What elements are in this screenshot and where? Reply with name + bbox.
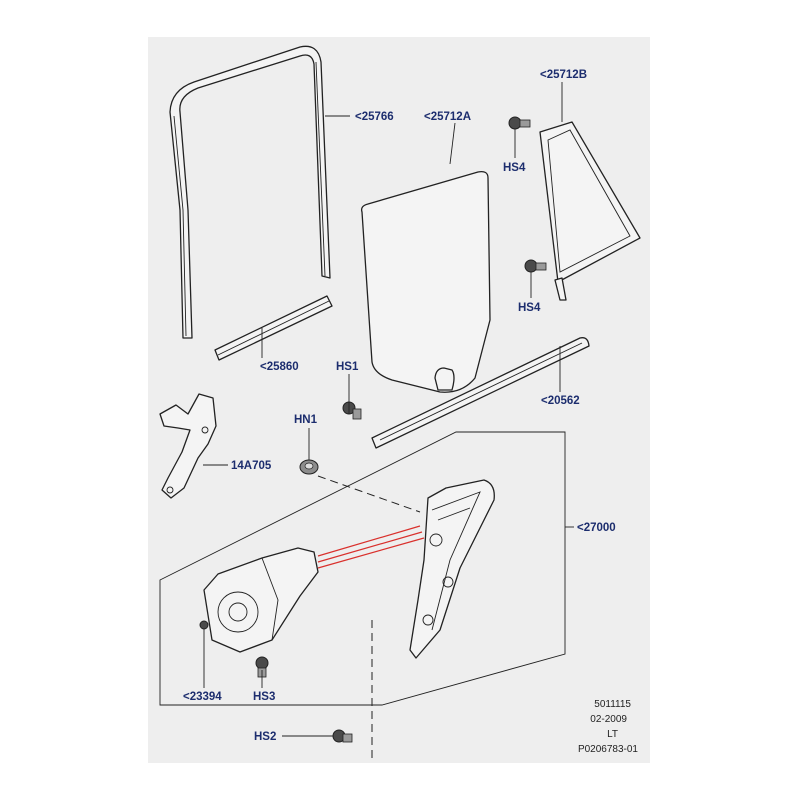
callout-hs4-top: HS4: [503, 162, 526, 174]
footer-date: 02-2009: [590, 714, 627, 725]
window-bracket: [159, 393, 217, 499]
screw-hs2: [332, 729, 353, 743]
glass-run-channel: [169, 45, 331, 339]
footer-drawing: P0206783-01: [578, 744, 638, 755]
footer-ref: 5011115: [594, 699, 631, 710]
quarter-glass: [539, 121, 641, 301]
waist-seal-strip: [214, 295, 333, 361]
window-regulator: [409, 479, 495, 659]
door-glass: [360, 170, 491, 393]
belt-weatherstrip: [371, 337, 590, 449]
callout-25712b: <25712B: [540, 69, 587, 81]
callout-hn1: HN1: [294, 414, 318, 426]
leader-lines: [203, 82, 574, 737]
stud-hs4-bottom: [524, 259, 547, 273]
callout-14a705: 14A705: [231, 460, 272, 472]
footer-code: LT: [607, 729, 618, 740]
assembly-outline: [159, 431, 566, 706]
nut-hn1: [299, 459, 319, 475]
callout-25712a: <25712A: [424, 111, 471, 123]
callout-hs3: HS3: [253, 691, 275, 703]
callout-27000: <27000: [577, 522, 616, 534]
regulator-motor: [199, 547, 319, 653]
stud-hs4-top: [508, 116, 531, 130]
callout-25860: <25860: [260, 361, 299, 373]
callout-23394: <23394: [183, 691, 222, 703]
motor-alignment-lines: [317, 525, 425, 569]
alignment-dashes: [317, 475, 421, 760]
callout-20562: <20562: [541, 395, 580, 407]
callout-25766: <25766: [355, 111, 394, 123]
callout-hs4-bottom: HS4: [518, 302, 541, 314]
callout-hs2: HS2: [254, 731, 276, 743]
callout-hs1: HS1: [336, 361, 359, 373]
bolt-hs1: [342, 401, 362, 420]
